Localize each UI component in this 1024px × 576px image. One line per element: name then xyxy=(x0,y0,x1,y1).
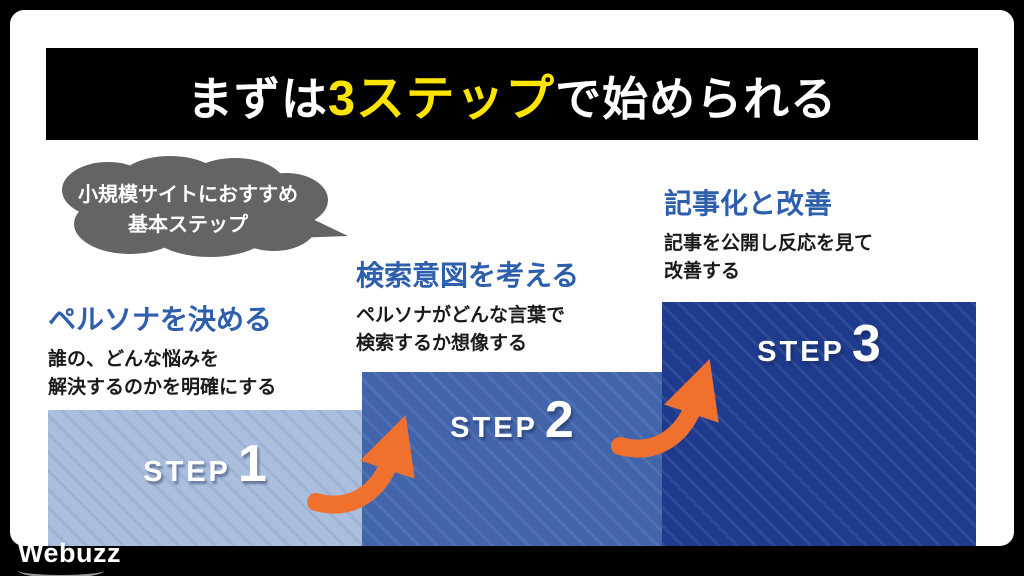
content-card: まずは3ステップで始められる 小規模サイトにおすすめ 基本ステップ ペルソナを決… xyxy=(10,10,1014,546)
step3-info: 記事化と改善 記事を公開し反応を見て 改善する xyxy=(664,182,964,285)
title-highlight: 3ステップ xyxy=(327,71,556,126)
step1-label: STEP 1 xyxy=(143,438,267,490)
title-pre: まずは xyxy=(186,72,328,125)
step2-info: 検索意図を考える ペルソナがどんな言葉で 検索するか想像する xyxy=(356,254,656,357)
step3-label: STEP 3 xyxy=(757,318,881,370)
speech-bubble-shape xyxy=(62,156,348,257)
step1-heading: ペルソナを決める xyxy=(48,304,273,335)
title-bar: まずは3ステップで始められる xyxy=(46,48,978,140)
step1-description: 誰の、どんな悩みを 解決するのかを明確にする xyxy=(48,349,277,398)
step2-word: STEP xyxy=(450,412,538,444)
curved-arrow-step2-to-step3-icon xyxy=(611,359,719,458)
step3-description: 記事を公開し反応を見て 改善する xyxy=(664,233,874,282)
webuzz-logo: Webuzz xyxy=(18,540,121,576)
webuzz-logo-text: Webuzz xyxy=(18,538,121,568)
recommendation-bubble: 小規模サイトにおすすめ 基本ステップ xyxy=(50,152,350,267)
step3-heading: 記事化と改善 xyxy=(664,188,833,219)
bubble-text: 小規模サイトにおすすめ 基本ステップ xyxy=(78,183,298,236)
step3-number: 3 xyxy=(851,315,881,373)
step1-word: STEP xyxy=(143,456,231,488)
step3-stair-block: STEP 3 xyxy=(662,302,976,546)
page-title: まずは3ステップで始められる xyxy=(187,59,837,130)
title-post: で始められる xyxy=(555,72,838,125)
step2-number: 2 xyxy=(544,391,574,449)
step2-heading: 検索意図を考える xyxy=(356,260,580,291)
step1-info: ペルソナを決める 誰の、どんな悩みを 解決するのかを明確にする xyxy=(48,298,348,401)
step1-number: 1 xyxy=(237,435,267,493)
step2-description: ペルソナがどんな言葉で 検索するか想像する xyxy=(356,305,566,354)
step3-word: STEP xyxy=(757,336,845,368)
step2-label: STEP 2 xyxy=(450,394,574,446)
step1-stair-block: STEP 1 xyxy=(48,410,362,546)
curved-arrow-step1-to-step2-icon xyxy=(307,415,415,514)
